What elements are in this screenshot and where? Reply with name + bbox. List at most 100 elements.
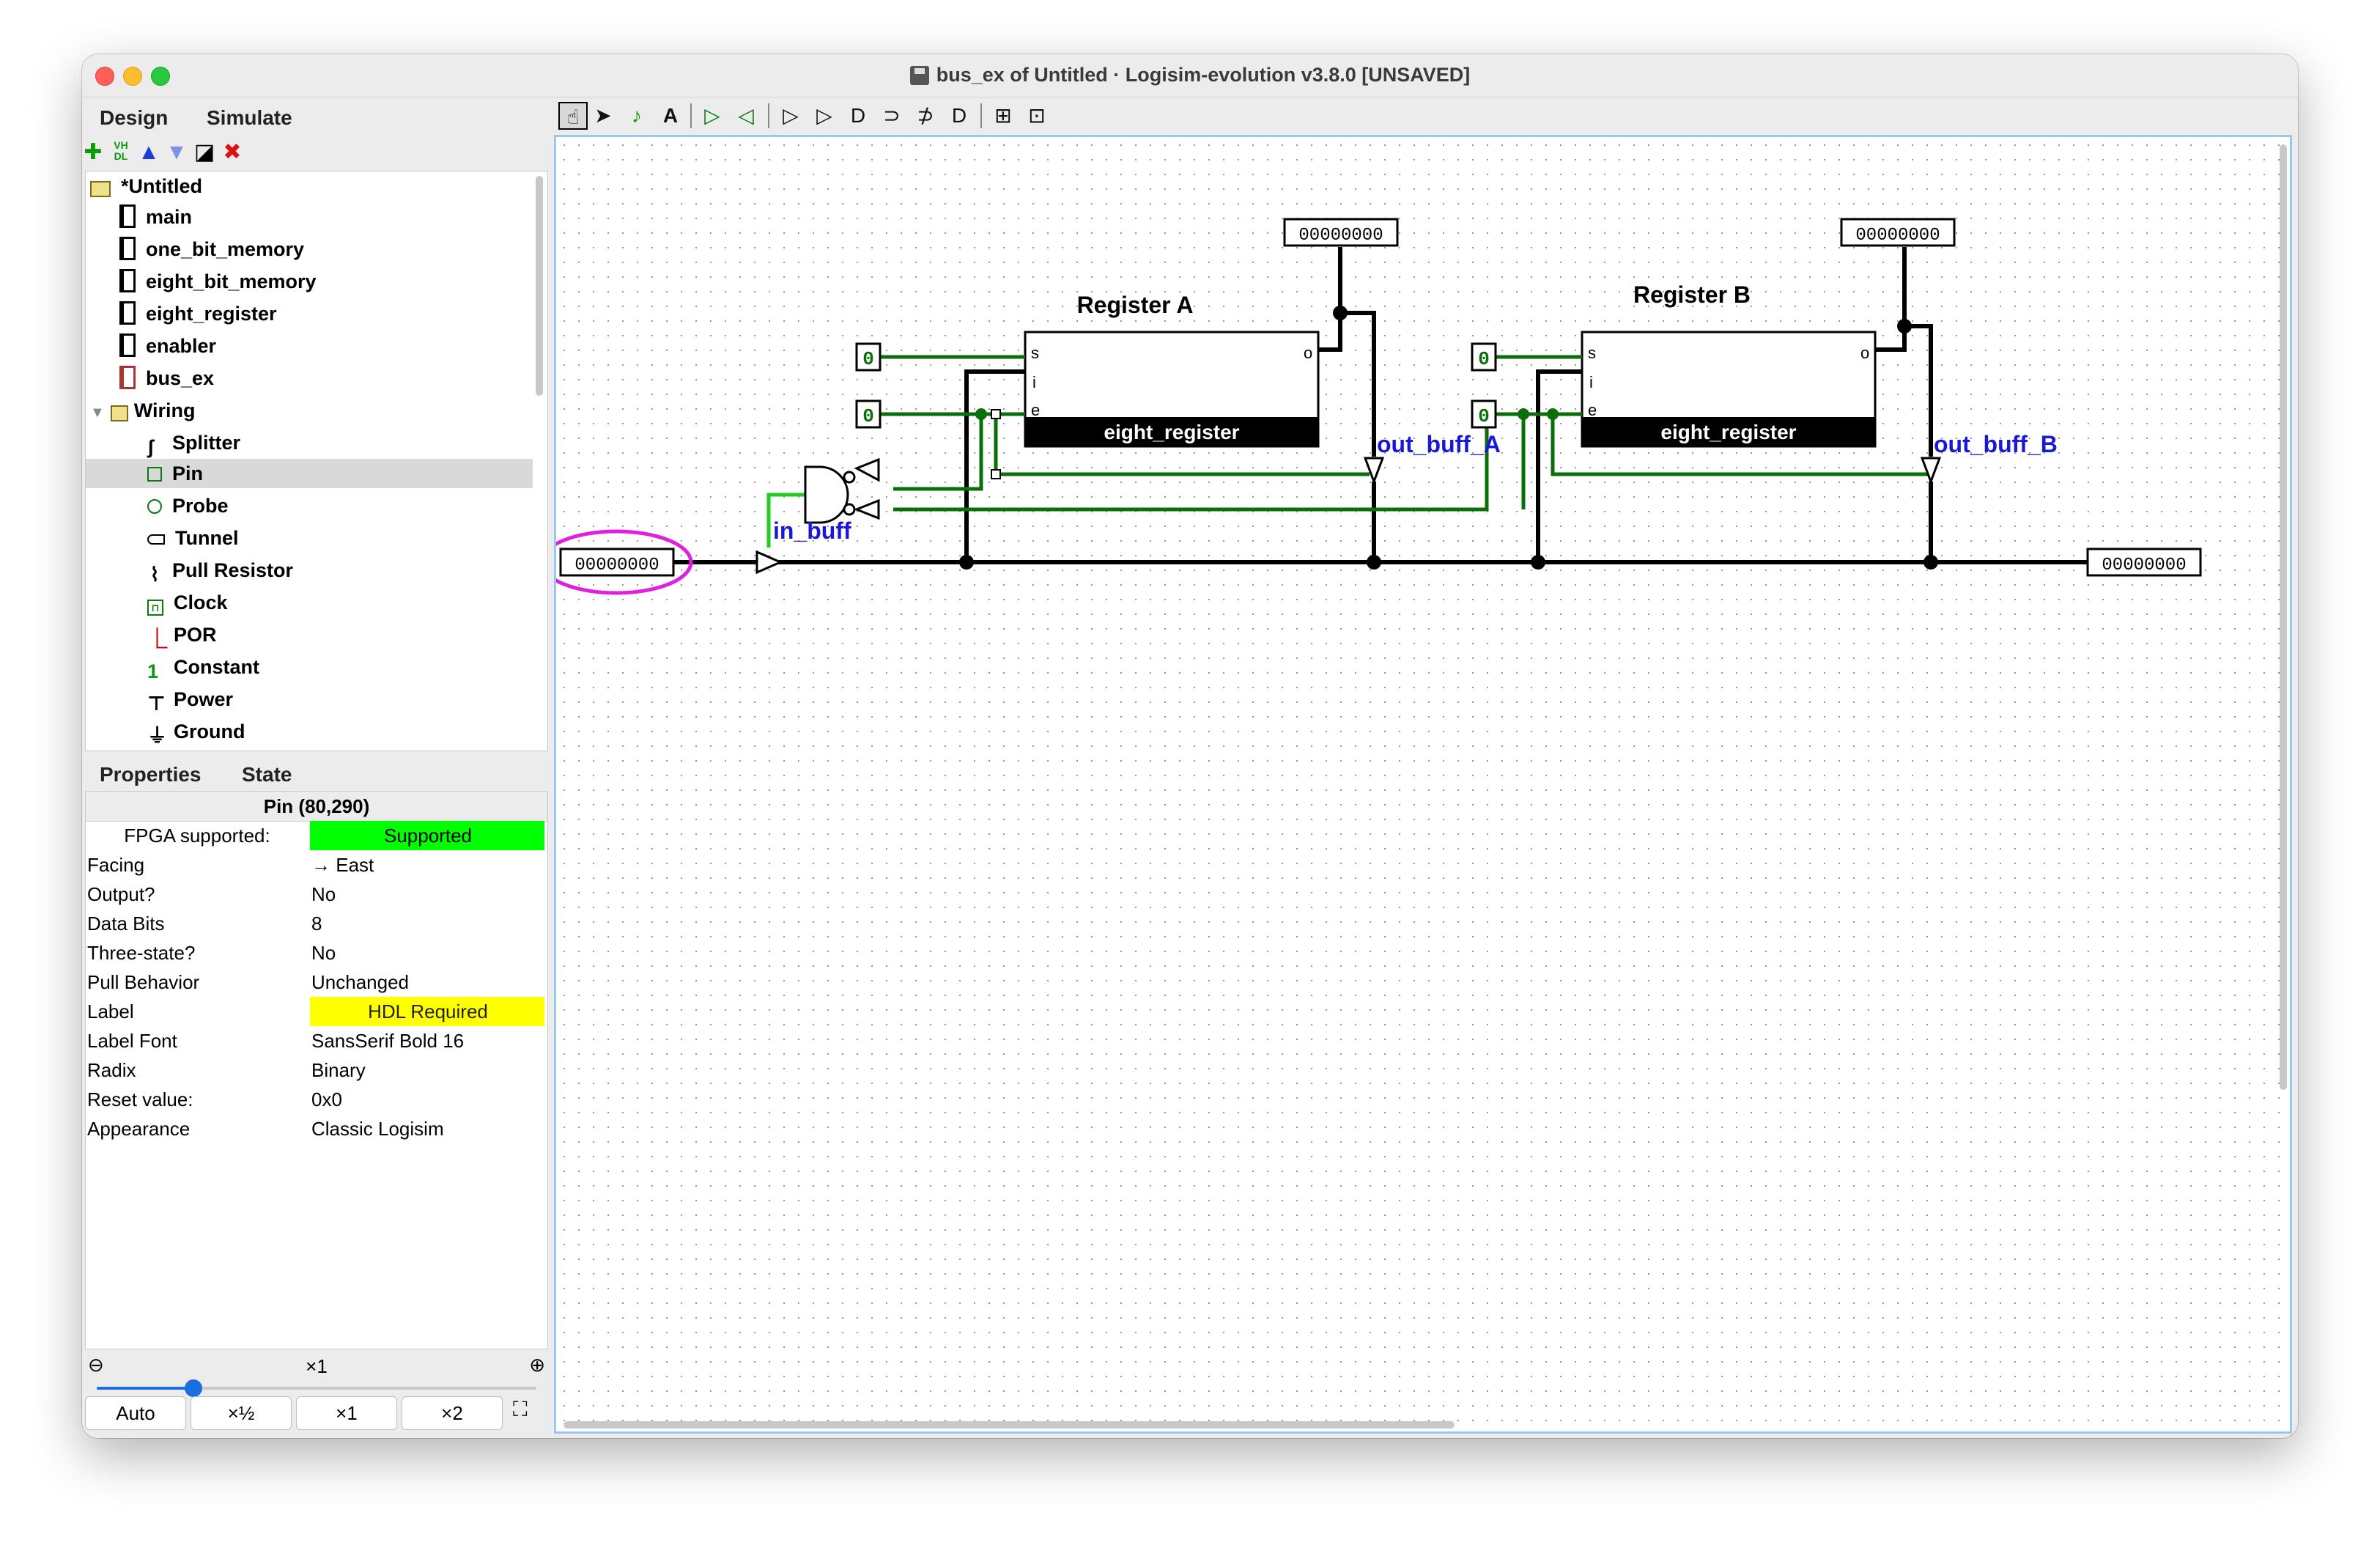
prop-value[interactable]: → East	[311, 854, 374, 876]
zoom-two-button[interactable]: ×2	[402, 1396, 503, 1430]
tree-tool-power[interactable]: ⊤Power	[147, 688, 234, 715]
svg-text:00000000: 00000000	[2102, 556, 2186, 575]
prop-row: Pull Behavior Unchanged	[86, 968, 547, 997]
canvas-horizontal-scrollbar[interactable]	[563, 1421, 1455, 1429]
tree-tool-pull-resistor[interactable]: ⌇Pull Resistor	[147, 556, 293, 586]
prop-value[interactable]: Binary	[311, 1059, 366, 1081]
prop-value[interactable]: SansSerif Bold 16	[311, 1030, 465, 1052]
tab-simulate[interactable]: Simulate	[207, 106, 292, 129]
circuit-canvas[interactable]: eight_register s i e o Register A eight_…	[554, 135, 2292, 1434]
tree-library-wiring[interactable]: ▼Wiring	[90, 399, 196, 421]
clock-icon[interactable]: ⊡	[1028, 104, 1046, 127]
explorer-tabs: Design Simulate	[82, 97, 551, 136]
svg-text:0: 0	[1478, 405, 1490, 427]
collapse-triangle-icon[interactable]: ▼	[90, 405, 105, 421]
tree-circuit-one-bit-memory[interactable]: one_bit_memory	[119, 235, 304, 264]
wiring-icon[interactable]: ♪	[632, 104, 642, 127]
move-up-icon[interactable]: ▲	[138, 140, 160, 164]
buffer-icon[interactable]: ▷	[783, 104, 799, 127]
output-pin-icon[interactable]: ◁	[738, 104, 754, 127]
vhdl-icon[interactable]: VH DL	[114, 139, 128, 162]
tree-tool-clock[interactable]: ⊓Clock	[147, 588, 228, 617]
add-circuit-icon[interactable]: ✚	[84, 140, 103, 164]
tab-properties[interactable]: Properties	[100, 763, 202, 786]
nand-gate-icon[interactable]: D	[951, 104, 967, 127]
tree-tool-ground[interactable]: ⏚Ground	[147, 720, 245, 747]
tab-design[interactable]: Design	[100, 106, 169, 129]
zoom-window-button[interactable]	[151, 67, 170, 86]
project-folder-icon	[90, 181, 111, 197]
prop-value[interactable]: No	[311, 942, 336, 964]
zoom-slider-knob[interactable]	[185, 1379, 202, 1397]
explorer-pane: Design Simulate ✚ VH DL ▲ ▼ ◪ ✖ *Untitle…	[82, 97, 551, 1438]
tab-state[interactable]: State	[242, 763, 292, 786]
splitter-icon[interactable]: ⊞	[994, 104, 1012, 127]
zoom-half-button[interactable]: ×½	[191, 1396, 292, 1430]
output-probe-register-b[interactable]: 00000000	[1840, 218, 1956, 247]
tree-tool-probe[interactable]: Probe	[147, 491, 229, 520]
input-pin-icon[interactable]: ▷	[704, 104, 720, 127]
circuit-svg[interactable]: eight_register s i e o Register A eight_…	[556, 137, 2290, 1431]
tree-scrollbar[interactable]	[536, 176, 543, 396]
prop-row: FPGA supported: Supported	[86, 821, 547, 850]
control-pin-a-s[interactable]: 0	[855, 342, 882, 372]
tree-tool-pin[interactable]: Pin	[86, 459, 533, 488]
out-buffer-a-triangle[interactable]	[1363, 457, 1385, 485]
register-a-block[interactable]: eight_register s i e o	[1024, 331, 1320, 448]
in-buffer-triangle[interactable]	[755, 550, 783, 575]
clock-icon: ⊓	[147, 600, 163, 616]
select-arrow-icon[interactable]: ➤	[594, 104, 612, 127]
tree-tool-tunnel[interactable]: Tunnel	[147, 523, 238, 553]
output-probe-register-a[interactable]: 00000000	[1283, 218, 1399, 247]
tree-circuit-eight-register[interactable]: eight_register	[119, 299, 277, 328]
tree-circuit-bus-ex[interactable]: bus_ex	[119, 364, 214, 393]
tree-tool-por[interactable]: ⎿POR	[147, 624, 217, 650]
and-gate-icon[interactable]: D	[850, 104, 866, 127]
close-window-button[interactable]	[95, 67, 114, 86]
zoom-auto-button[interactable]: Auto	[85, 1396, 186, 1430]
prop-value[interactable]: 0x0	[311, 1088, 342, 1110]
input-pin-8bit[interactable]: 00000000	[559, 548, 675, 577]
output-probe-bus[interactable]: 00000000	[2086, 548, 2202, 577]
canvas-vertical-scrollbar[interactable]	[2280, 144, 2287, 1090]
prop-value[interactable]: No	[311, 883, 336, 905]
out-buffer-b-triangle[interactable]	[1920, 457, 1942, 485]
properties-table: Pin (80,290) FPGA supported: Supported F…	[85, 791, 548, 1349]
out-buff-a-label: out_buff_A	[1377, 431, 1501, 457]
prop-value[interactable]: HDL Required	[310, 997, 544, 1026]
tree-circuit-main[interactable]: main	[119, 202, 192, 232]
text-icon[interactable]: A	[662, 104, 679, 127]
zoom-one-button[interactable]: ×1	[296, 1396, 397, 1430]
control-pin-b-e[interactable]: 0	[1471, 399, 1497, 429]
prop-key: Label	[87, 1000, 134, 1022]
zoom-out-icon[interactable]: ⊖	[88, 1354, 104, 1376]
zoom-slider-track[interactable]	[97, 1379, 536, 1397]
prop-row: Facing → East	[86, 850, 547, 880]
edit-appearance-icon[interactable]: ◪	[193, 140, 215, 164]
or-gate-icon[interactable]: ⊃	[883, 104, 901, 127]
and-gate[interactable]	[804, 457, 880, 524]
tree-circuit-eight-bit-memory[interactable]: eight_bit_memory	[119, 267, 317, 296]
control-pin-b-s[interactable]: 0	[1471, 342, 1497, 372]
active-circuit-icon	[119, 366, 136, 389]
prop-value[interactable]: Unchanged	[311, 971, 409, 993]
zoom-in-icon[interactable]: ⊕	[529, 1354, 545, 1376]
fit-to-window-icon[interactable]: ⛶	[513, 1398, 528, 1420]
svg-text:00000000: 00000000	[574, 556, 659, 575]
xor-gate-icon[interactable]: ⊅	[917, 104, 934, 127]
tree-circuit-enabler[interactable]: enabler	[119, 331, 216, 361]
in-buff-label: in_buff	[773, 517, 851, 544]
prop-value[interactable]: Classic Logisim	[311, 1118, 444, 1140]
move-down-icon[interactable]: ▼	[166, 140, 188, 164]
not-gate-icon[interactable]: ▷	[816, 104, 832, 127]
prop-value[interactable]: Supported	[310, 821, 544, 850]
minimize-window-button[interactable]	[123, 67, 142, 86]
delete-icon[interactable]: ✖	[223, 140, 242, 164]
control-pin-a-e[interactable]: 0	[855, 399, 882, 429]
register-b-block[interactable]: eight_register s i e o	[1581, 331, 1877, 448]
tree-project[interactable]: *Untitled	[90, 172, 202, 201]
hand-poke-icon[interactable]: ☝	[558, 102, 588, 130]
prop-value[interactable]: 8	[311, 913, 322, 935]
